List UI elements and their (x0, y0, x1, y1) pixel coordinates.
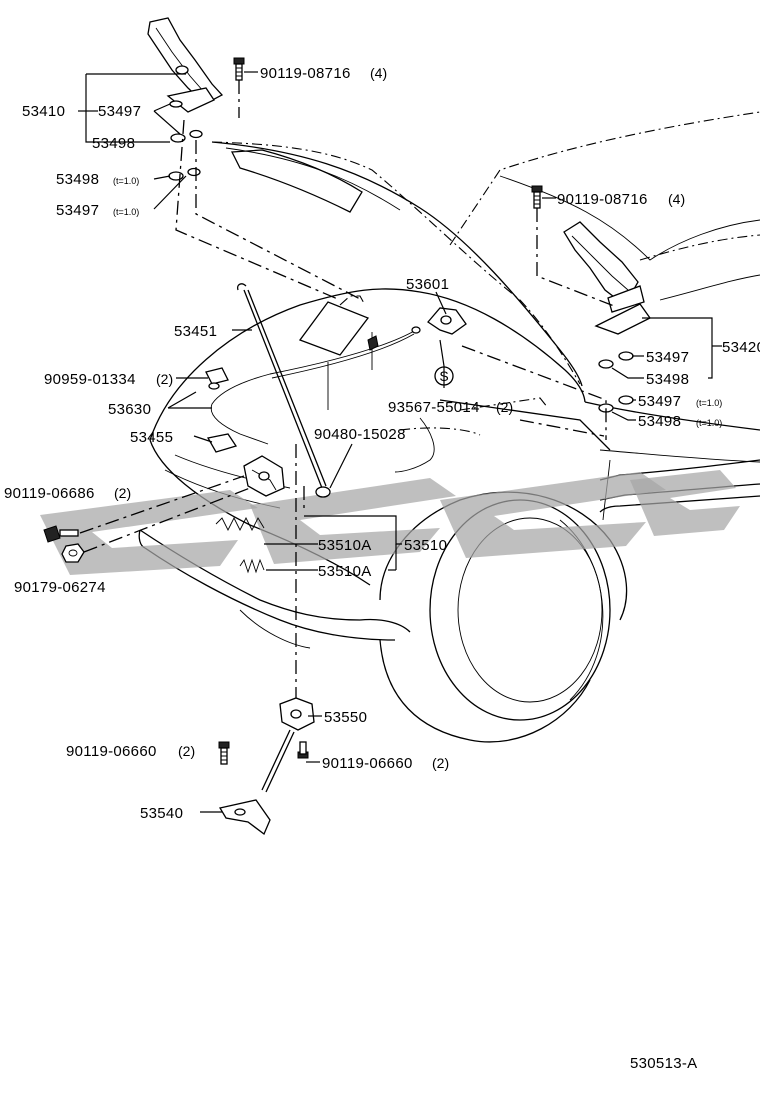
label-53601: 53601 (406, 276, 449, 293)
label-53410: 53410 (22, 103, 65, 120)
label-53451: 53451 (174, 323, 217, 340)
label-bolt-06660-left-qty: (2) (178, 743, 195, 759)
label-bolt-06660-left: 90119-06660 (66, 743, 157, 760)
label-53497-b-thickness: (t=1.0) (113, 207, 139, 217)
label-53630: 53630 (108, 401, 151, 418)
label-bolt-06660-right-qty: (2) (432, 755, 449, 771)
label-clip-90959: 90959-01334 (44, 371, 136, 388)
label-53420: 53420 (722, 339, 760, 356)
label-53497-d-thickness: (t=1.0) (696, 398, 722, 408)
bolt-icon (233, 57, 245, 81)
label-53498-a: 53498 (92, 135, 135, 152)
s-marker: S (434, 366, 454, 386)
label-bolt-06686-qty: (2) (114, 485, 131, 501)
label-53498-d: 53498 (638, 413, 681, 430)
label-90480: 90480-15028 (314, 426, 406, 443)
label-53497-b: 53497 (56, 202, 99, 219)
label-53540: 53540 (140, 805, 183, 822)
nut-icon (61, 543, 85, 563)
label-53497-c: 53497 (646, 349, 689, 366)
s-marker-label: S (439, 368, 448, 384)
label-bolt-top-left: 90119-08716 (260, 65, 351, 82)
part-labels: 53410 53497 53498 53498 (t=1.0) 53497 (t… (4, 65, 760, 1072)
label-clip-90959-qty: (2) (156, 371, 173, 387)
label-53550: 53550 (324, 709, 367, 726)
label-53497-a: 53497 (98, 103, 141, 120)
label-53498-c: 53498 (646, 371, 689, 388)
right-hood-hinge (461, 185, 651, 440)
hood-lock-parts (43, 283, 467, 836)
label-53498-b-thickness: (t=1.0) (113, 176, 139, 186)
label-53510: 53510 (404, 537, 447, 554)
bolt-icon (297, 741, 309, 759)
label-93567: 93567-55014 (388, 399, 480, 416)
leader-lines (78, 71, 722, 813)
label-bolt-top-left-qty: (4) (370, 65, 387, 81)
label-nut-06274: 90179-06274 (14, 579, 106, 596)
bolt-icon (531, 185, 543, 209)
label-53510A-2: 53510A (318, 563, 372, 580)
bolt-icon (218, 741, 230, 765)
diagram-code: 530513-A (630, 1055, 697, 1072)
left-hood-hinge (147, 17, 363, 301)
label-bolt-06660-right: 90119-06660 (322, 755, 413, 772)
label-93567-qty: (2) (496, 399, 513, 415)
label-bolt-top-right-qty: (4) (668, 191, 685, 207)
label-53498-b: 53498 (56, 171, 99, 188)
bolt-icon (43, 525, 79, 543)
label-53510A-1: 53510A (318, 537, 372, 554)
label-53497-d: 53497 (638, 393, 681, 410)
label-53498-d-thickness: (t=1.0) (696, 418, 722, 428)
label-53455: 53455 (130, 429, 173, 446)
label-bolt-top-right: 90119-08716 (557, 191, 648, 208)
watermark-logo (40, 470, 740, 575)
label-bolt-06686: 90119-06686 (4, 485, 95, 502)
